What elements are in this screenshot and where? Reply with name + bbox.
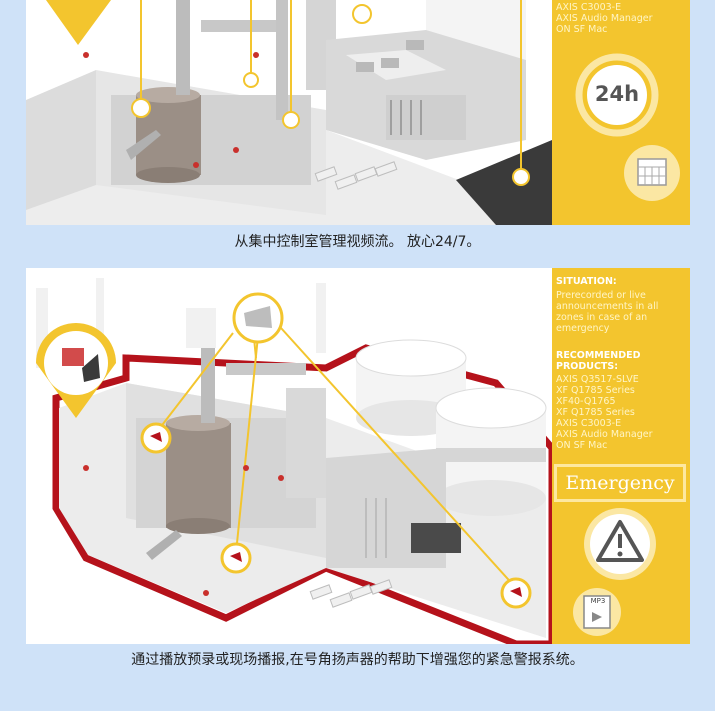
recommended-heading: RECOMMENDED PRODUCTS: bbox=[556, 350, 641, 372]
caption-bottom: 通过播放预录或现场播报,在号角扬声器的帮助下增强您的紧急警报系统。 bbox=[131, 652, 584, 668]
situation-heading: SITUATION: bbox=[556, 276, 617, 287]
badge-24h: 24h bbox=[594, 82, 640, 106]
warning-icon bbox=[584, 508, 656, 580]
caption-top: 从集中控制室管理视频流。 放心24/7。 bbox=[234, 234, 481, 250]
mp3-player-icon bbox=[573, 588, 621, 636]
product-sidebar-emergency: SITUATION: Prerecorded or live announcem… bbox=[552, 268, 690, 644]
location-pin-icon bbox=[36, 323, 116, 418]
location-pin-icon bbox=[46, 0, 111, 45]
illustration-panel-control-room: AXIS C3003-E AXIS Audio Manager ON SF Ma… bbox=[26, 0, 690, 225]
situation-text: Prerecorded or live announcements in all… bbox=[556, 290, 659, 334]
product-sidebar-top: AXIS C3003-E AXIS Audio Manager ON SF Ma… bbox=[552, 0, 690, 225]
clock-24h-icon bbox=[575, 53, 659, 137]
recommended-products-list: AXIS Q3517-SLVE XF Q1785 Series XF40-Q17… bbox=[556, 374, 653, 451]
horn-speaker-callout-main bbox=[232, 292, 284, 344]
refinery-illustration-top bbox=[26, 0, 552, 225]
emergency-label: Emergency bbox=[554, 464, 686, 502]
products-list-tail: AXIS C3003-E AXIS Audio Manager ON SF Ma… bbox=[556, 2, 653, 35]
refinery-illustration-emergency bbox=[36, 278, 556, 644]
illustration-panel-emergency: SITUATION: Prerecorded or live announcem… bbox=[26, 268, 690, 644]
calendar-icon bbox=[624, 145, 680, 201]
mp3-label: MP3 bbox=[590, 597, 606, 605]
